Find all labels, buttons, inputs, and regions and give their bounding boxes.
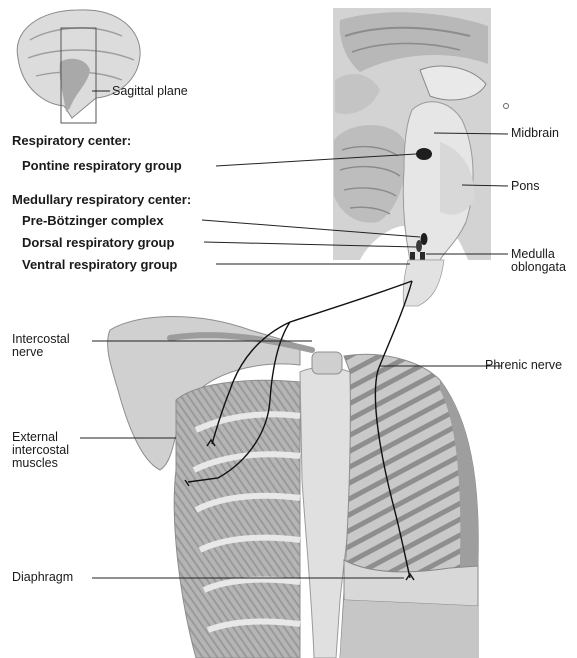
respiratory-center-heading: Respiratory center:	[12, 134, 131, 147]
brainstem-section	[333, 8, 491, 306]
sagittal-plane-label: Sagittal plane	[112, 85, 188, 98]
diaphragm-label: Diaphragm	[12, 571, 73, 584]
brain-thumbnail	[17, 10, 140, 123]
medullary-center-heading: Medullary respiratory center:	[12, 193, 191, 206]
pontine-respiratory-group-nucleus	[416, 148, 432, 160]
dorsal-group-label: Dorsal respiratory group	[22, 236, 174, 249]
medulla-label-line2: oblongata	[511, 261, 566, 274]
intercostal-nerve-label-line2: nerve	[12, 346, 43, 359]
dorsal-group-nucleus	[416, 240, 422, 252]
phrenic-nerve-label: Phrenic nerve	[485, 359, 562, 372]
pre-botzinger-label: Pre-Bötzinger complex	[22, 214, 164, 227]
pons-label: Pons	[511, 180, 540, 193]
ventral-group-label: Ventral respiratory group	[22, 258, 177, 271]
pontine-group-label: Pontine respiratory group	[22, 159, 182, 172]
midbrain-label: Midbrain	[511, 127, 559, 140]
external-intercostal-label-line3: muscles	[12, 457, 58, 470]
thorax-illustration	[108, 317, 479, 658]
